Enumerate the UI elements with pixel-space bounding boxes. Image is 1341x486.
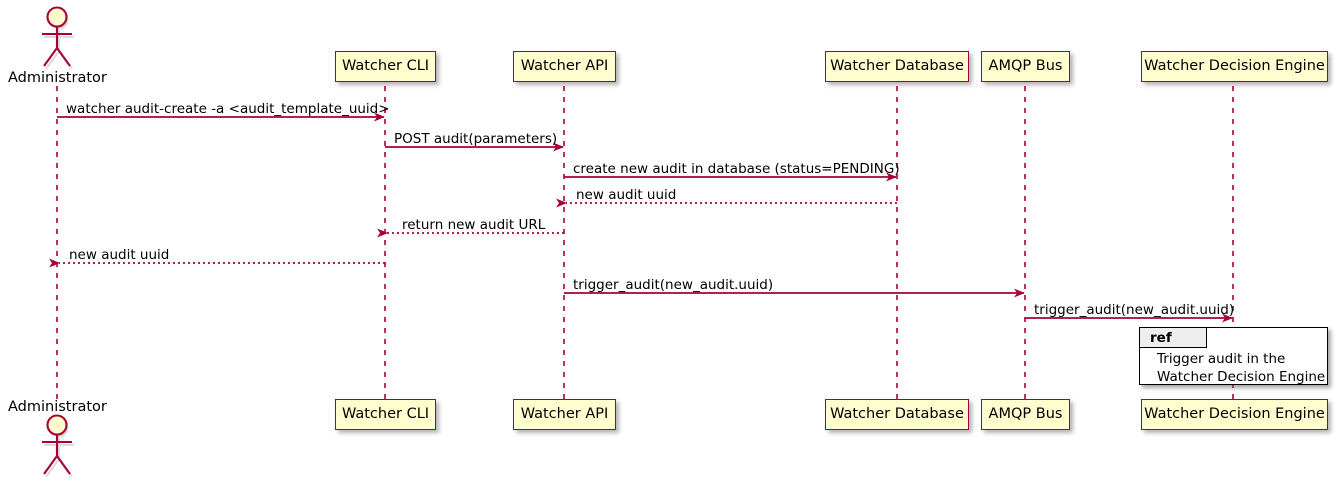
message-label-4: new audit uuid — [576, 187, 677, 203]
message-label-1: watcher audit-create -a <audit_template_… — [66, 101, 390, 117]
messages — [49, 112, 1233, 323]
message-label-3: create new audit in database (status=PEN… — [573, 161, 900, 177]
participant-box-watcher-database-bottom[interactable]: Watcher Database — [825, 399, 969, 430]
participant-box-watcher-database-top[interactable]: Watcher Database — [825, 51, 969, 82]
actor-label-admin-bottom: Administrator — [8, 399, 107, 415]
actor-label-admin-top: Administrator — [8, 70, 107, 86]
ref-fragment: ref Trigger audit in the Watcher Decisio… — [1139, 327, 1328, 385]
participant-box-watcher-decision-engine-bottom[interactable]: Watcher Decision Engine — [1141, 399, 1328, 430]
participant-box-watcher-decision-engine-top[interactable]: Watcher Decision Engine — [1141, 51, 1328, 82]
lifelines — [56, 86, 1234, 400]
ref-fragment-line-2: Watcher Decision Engine — [1157, 369, 1326, 385]
actor-figure-bottom — [42, 414, 74, 478]
ref-fragment-tab-label: ref — [1150, 330, 1172, 346]
participant-box-watcher-cli-bottom[interactable]: Watcher CLI — [335, 399, 436, 430]
message-label-5: return new audit URL — [402, 217, 546, 233]
participant-box-amqp-bus-bottom[interactable]: AMQP Bus — [981, 399, 1070, 430]
participant-box-watcher-api-bottom[interactable]: Watcher API — [513, 399, 616, 430]
message-label-2: POST audit(parameters) — [394, 131, 558, 147]
ref-fragment-tab — [1140, 328, 1207, 348]
ref-fragment-line-1: Trigger audit in the — [1157, 351, 1286, 367]
participant-box-watcher-api-top[interactable]: Watcher API — [513, 51, 616, 82]
message-label-8: trigger_audit(new_audit.uuid) — [1034, 302, 1235, 318]
actor-figure-top — [42, 6, 74, 70]
participant-box-watcher-cli-top[interactable]: Watcher CLI — [335, 51, 436, 82]
participant-box-amqp-bus-top[interactable]: AMQP Bus — [981, 51, 1070, 82]
message-label-6: new audit uuid — [69, 247, 170, 263]
message-label-7: trigger_audit(new_audit.uuid) — [573, 277, 774, 293]
